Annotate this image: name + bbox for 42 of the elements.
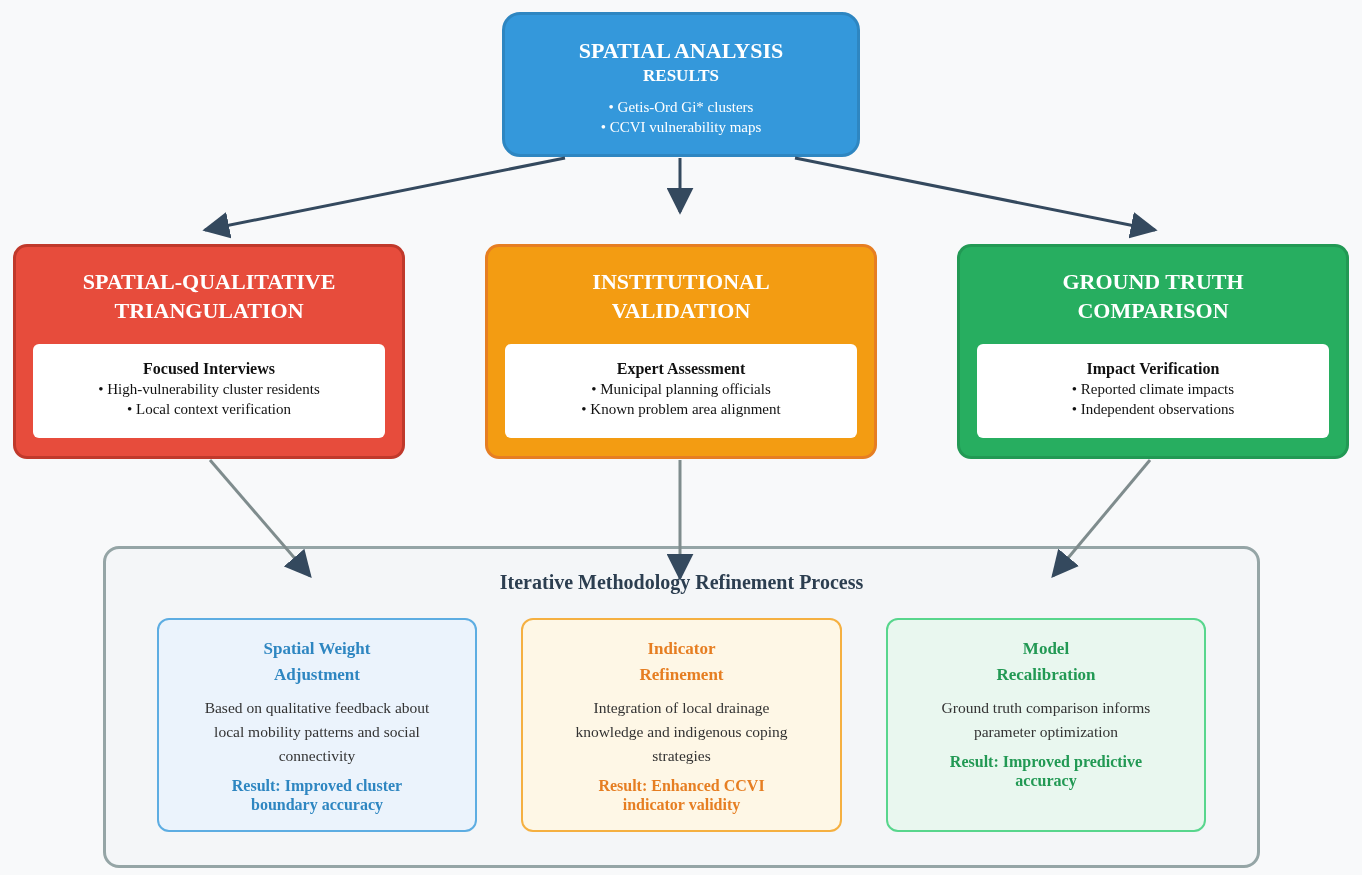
process-box <box>485 244 877 459</box>
box-subtitle: RESULTS <box>643 65 719 87</box>
card-description: Based on qualitative feedback about local mobility patterns and social connectivity <box>203 698 431 766</box>
arrow <box>208 459 312 579</box>
box-title: INSTITUTIONAL VALIDATION <box>591 268 771 325</box>
box-title: SPATIAL ANALYSIS <box>578 37 784 65</box>
card-heading: Spatial Weight Adjustment <box>262 638 372 686</box>
process-panel <box>103 546 1260 868</box>
step-card <box>521 618 842 832</box>
bullet-text: • Municipal planning officials <box>591 380 771 399</box>
box-heading: Impact Verification <box>1086 359 1220 379</box>
result-text: Result: Enhanced CCVI indicator validity <box>597 776 766 814</box>
box-heading: Focused Interviews <box>143 359 275 379</box>
result-text: Result: Improved predictive accuracy <box>948 752 1144 790</box>
bullet-text: • Local context verification <box>127 400 291 419</box>
bullet-text: • Getis-Ord Gi* clusters <box>608 98 754 117</box>
detail-box <box>977 344 1329 438</box>
card-description: Ground truth comparison informs parameter optimization <box>940 698 1152 742</box>
bullet-text: • CCVI vulnerability maps <box>600 118 762 137</box>
bullet-text: • Known problem area alignment <box>581 400 781 419</box>
bullet-text: • Independent observations <box>1071 400 1235 419</box>
bullet-text: • High-vulnerability cluster residents <box>98 380 320 399</box>
step-card <box>886 618 1206 832</box>
arrow <box>1051 459 1152 579</box>
process-box <box>957 244 1349 459</box>
box-title: GROUND TRUTH COMPARISON <box>1061 268 1245 325</box>
arrow <box>202 156 566 239</box>
step-card <box>157 618 477 832</box>
process-box <box>502 12 860 157</box>
bullet-text: • Reported climate impacts <box>1071 380 1235 399</box>
detail-box <box>33 344 385 438</box>
box-title: SPATIAL-QUALITATIVE TRIANGULATION <box>81 268 337 325</box>
card-description: Integration of local drainage knowledge and indigenous coping strategies <box>574 698 789 766</box>
arrow <box>666 460 694 581</box>
detail-box <box>505 344 857 438</box>
arrow <box>666 158 694 215</box>
card-heading: Model Recalibration <box>995 638 1097 686</box>
box-heading: Expert Assessment <box>616 359 746 379</box>
result-text: Result: Improved cluster boundary accuracy <box>230 776 404 814</box>
process-box <box>13 244 405 459</box>
card-heading: Indicator Refinement <box>638 638 725 686</box>
arrow <box>794 156 1158 239</box>
